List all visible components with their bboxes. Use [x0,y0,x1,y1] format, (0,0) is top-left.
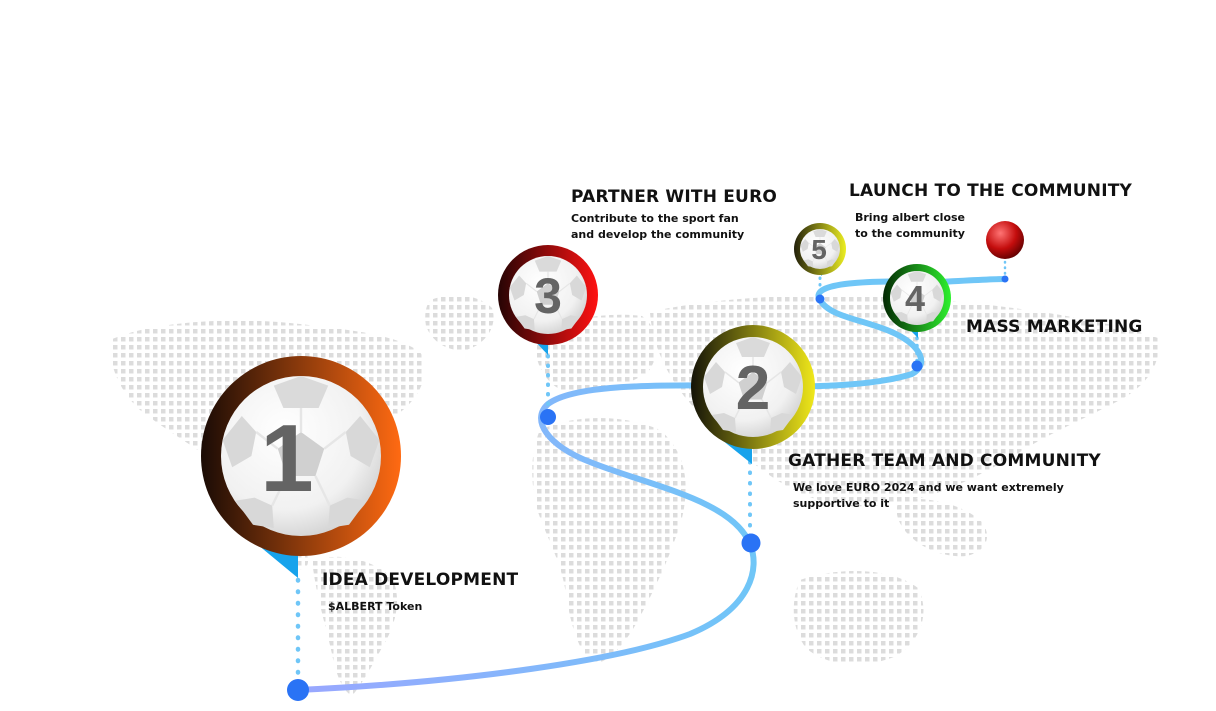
node-end [1001,275,1009,283]
milestone-2-badge: 2 [691,325,815,449]
milestone-3-number: 3 [534,268,562,324]
milestone-1-description: $ALBERT Token [328,600,423,613]
node-2 [741,533,761,553]
node-5 [815,294,825,304]
milestone-3-description: Contribute to the sport fan and develop … [571,212,745,241]
milestone-5-badge: 5 [794,223,846,275]
milestone-3-badge: 3 [498,245,598,345]
milestone-1-badge: 1 [201,356,401,556]
end-ball-icon [986,221,1024,259]
milestone-2-title: GATHER TEAM AND COMMUNITY [788,451,1101,471]
milestone-5-title: LAUNCH TO THE COMMUNITY [849,181,1133,201]
milestone-4-number: 4 [905,278,925,319]
milestone-1-title: IDEA DEVELOPMENT [322,570,519,590]
milestone-5-description: Bring albert close to the community [855,211,966,240]
milestone-5-number: 5 [811,234,827,265]
node-start [287,679,309,701]
node-4 [911,360,923,372]
node-3 [540,409,556,425]
milestone-2-number: 2 [736,354,770,423]
milestone-4-title: MASS MARKETING [966,317,1143,337]
milestone-2-description: We love EURO 2024 and we want extremely … [793,481,1064,510]
milestone-1-number: 1 [260,405,313,512]
milestone-4-badge: 4 [883,264,951,332]
milestone-3-title: PARTNER WITH EURO [571,187,778,207]
